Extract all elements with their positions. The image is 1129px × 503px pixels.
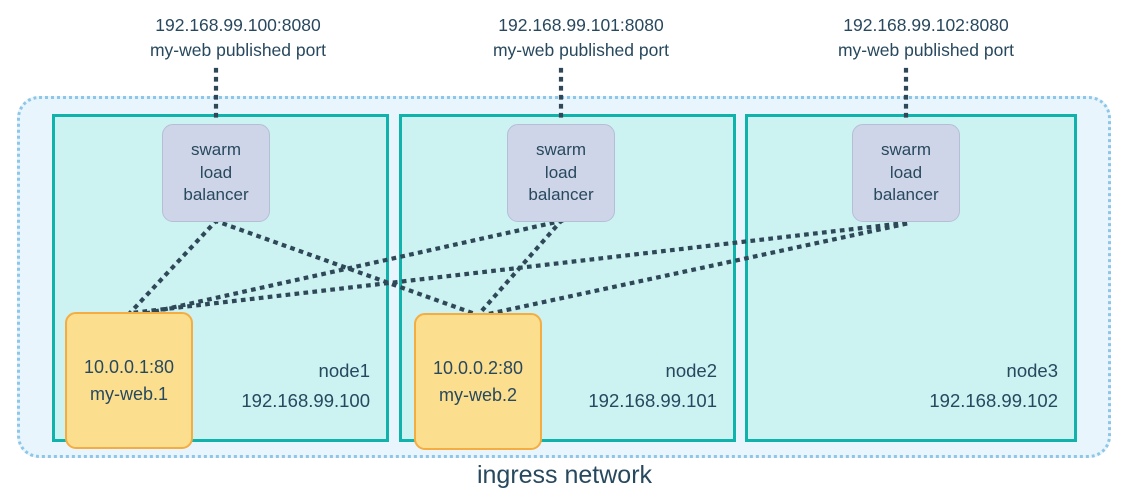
node2-ip-label: 192.168.99.101 (588, 390, 717, 411)
task2-name: my-web.2 (438, 384, 518, 405)
swarm-load-balancer-node3[interactable]: swarm load balancer (852, 124, 960, 222)
callout-node2-description: my-web published port (492, 40, 670, 61)
node1-ip-label: 192.168.99.100 (241, 390, 370, 411)
task2-address: 10.0.0.2:80 (432, 357, 524, 378)
node1-name-label: node1 (318, 360, 370, 381)
swarm-load-balancer-node1[interactable]: swarm load balancer (162, 124, 270, 222)
container-task-my-web-2[interactable]: 10.0.0.2:80 my-web.2 (414, 313, 542, 450)
lb3-line2: load (889, 162, 923, 182)
lb3-line1: swarm (880, 140, 932, 160)
lb2-line1: swarm (535, 140, 587, 160)
lb1-line2: load (199, 162, 233, 182)
swarm-load-balancer-node2[interactable]: swarm load balancer (507, 124, 615, 222)
callout-node3-address: 192.168.99.102:8080 (843, 15, 1009, 35)
lb2-line3: balancer (528, 185, 594, 205)
lb2-line2: load (544, 162, 578, 182)
container-task-my-web-1[interactable]: 10.0.0.1:80 my-web.1 (65, 312, 193, 449)
task1-address: 10.0.0.1:80 (83, 356, 175, 377)
callout-node1: 192.168.99.100:8080 my-web published por… (127, 13, 349, 64)
task1-name: my-web.1 (89, 383, 169, 404)
lb1-line1: swarm (190, 140, 242, 160)
lb1-line3: balancer (183, 185, 249, 205)
lb3-line3: balancer (873, 185, 939, 205)
node3-name-label: node3 (1006, 360, 1058, 381)
node3-ip-label: 192.168.99.102 (929, 390, 1058, 411)
node2-name-label: node2 (665, 360, 717, 381)
ingress-network-label: ingress network (476, 461, 653, 489)
callout-node3-description: my-web published port (837, 40, 1015, 61)
callout-node2-address: 192.168.99.101:8080 (498, 15, 664, 35)
callout-node1-description: my-web published port (149, 40, 327, 61)
callout-node3: 192.168.99.102:8080 my-web published por… (815, 13, 1037, 64)
callout-node2: 192.168.99.101:8080 my-web published por… (470, 13, 692, 64)
callout-node1-address: 192.168.99.100:8080 (155, 15, 321, 35)
